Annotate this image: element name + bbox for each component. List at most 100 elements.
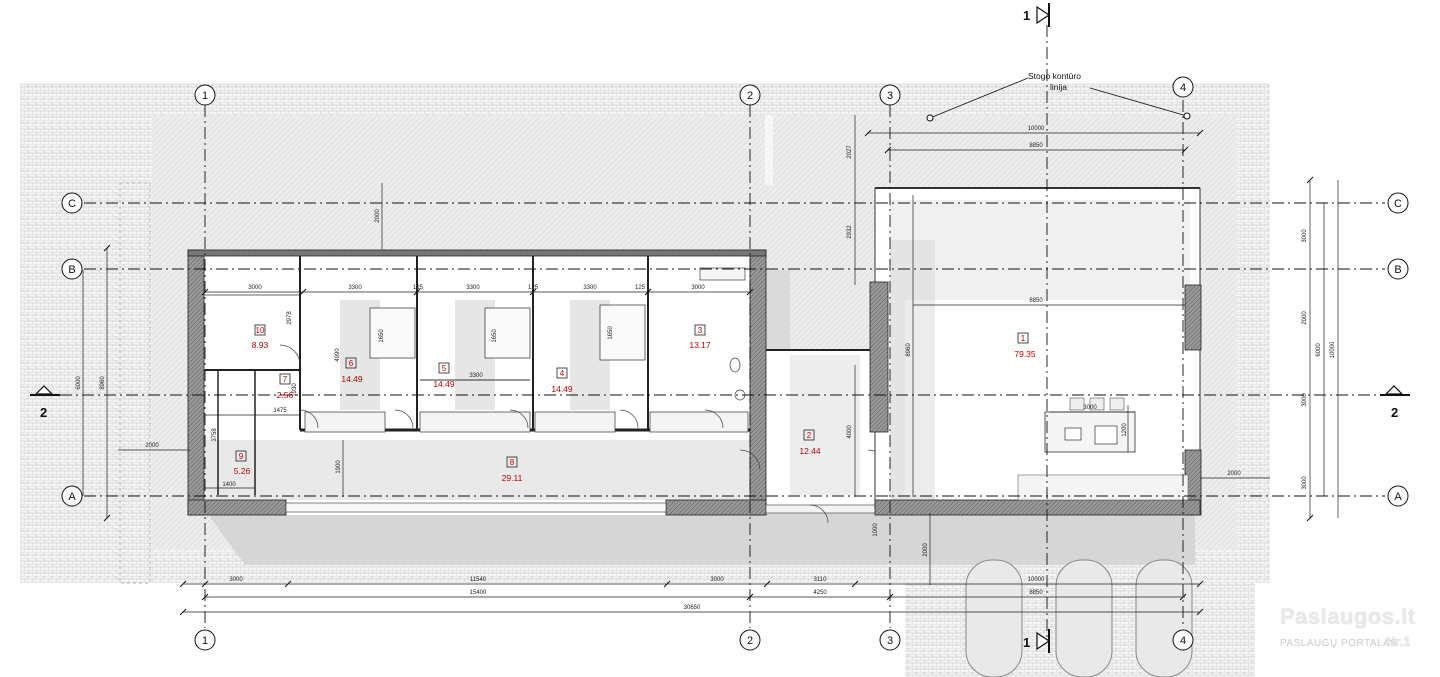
dim-left-2: 2000 — [145, 443, 159, 449]
dim-top-5: 3300 — [583, 285, 597, 291]
room-num-7: 7 — [283, 375, 288, 384]
dim-top-4: 125 — [528, 285, 539, 291]
watermark: Paslaugos.lt PASLAUGŲ PORTALAS Nr.1 — [1274, 604, 1424, 659]
dimension-texts: 3000 3300 125 3300 125 3300 125 3000 100… — [76, 126, 1336, 611]
dim-right-4: 6000 — [1316, 343, 1322, 357]
dim-bottom2-0: 15400 — [470, 590, 487, 596]
dim-left-1: 6000 — [76, 376, 82, 390]
dim-bottom1-0: 3000 — [229, 577, 243, 583]
section-2-right: 2 — [1391, 405, 1398, 420]
dim-right-3: 3000 — [1302, 476, 1308, 490]
dim-top-7: 3000 — [691, 285, 705, 291]
dim-right-top-1: 8850 — [1029, 143, 1043, 149]
dim-inner-17: 3000 — [1083, 405, 1097, 411]
room-area-9: 5.26 — [234, 466, 251, 476]
dim-inner-9: 3758 — [212, 428, 218, 442]
dim-top-2: 125 — [413, 285, 424, 291]
room-num-1: 1 — [1021, 334, 1026, 343]
dim-inner-19: 2000 — [1227, 471, 1241, 477]
section-1-bottom: 1 — [1023, 635, 1030, 650]
dim-right-1: 2000 — [1302, 311, 1308, 325]
section-2-left: 2 — [40, 405, 47, 420]
dim-top-3: 3300 — [466, 285, 480, 291]
dim-inner-21: 2000 — [923, 543, 929, 557]
grid-3-top: 3 — [887, 90, 893, 102]
dim-left-0: 8960 — [100, 376, 106, 390]
dim-inner-7: 1475 — [273, 408, 287, 414]
room-num-2: 2 — [807, 431, 812, 440]
dim-inner-4: 1650 — [492, 329, 498, 343]
dim-inner-13: 2027 — [847, 145, 853, 159]
dim-bottom3: 30650 — [684, 605, 701, 611]
dim-inner-10: 1400 — [222, 482, 236, 488]
dim-inner-6: 3300 — [469, 373, 483, 379]
grid-a-left: A — [68, 491, 76, 503]
dim-bottom1-4: 10000 — [1028, 577, 1045, 583]
room-area-8: 29.11 — [502, 473, 523, 483]
room-area-4: 14.49 — [551, 384, 573, 394]
dim-inner-8: 1930 — [292, 383, 298, 397]
watermark-nr: Nr.1 — [1386, 634, 1411, 649]
room-num-3: 3 — [698, 326, 703, 335]
room-area-1: 79.35 — [1014, 349, 1036, 359]
watermark-main: Paslaugos.lt — [1280, 604, 1416, 629]
dim-bottom2-1: 4250 — [813, 590, 827, 596]
grid-3-bottom: 3 — [887, 635, 893, 647]
room-num-4: 4 — [560, 369, 565, 378]
roof-label-line2: linija — [1050, 82, 1067, 92]
room-area-5: 14.49 — [433, 379, 455, 389]
watermark-sub: PASLAUGŲ PORTALAS — [1280, 638, 1398, 649]
dim-top-0: 3000 — [248, 285, 262, 291]
room-area-10: 8.93 — [252, 340, 269, 350]
parked-cars — [965, 559, 1193, 677]
grid-b-right: B — [1394, 264, 1401, 276]
dim-right-2: 3000 — [1302, 393, 1308, 407]
room-num-9: 9 — [239, 452, 244, 461]
room-num-5: 5 — [442, 364, 447, 373]
west-wing — [187, 249, 889, 524]
grid-b-left: B — [68, 264, 75, 276]
dim-bottom1-2: 3000 — [710, 577, 724, 583]
dim-inner-3: 1650 — [379, 329, 385, 343]
room-num-10: 10 — [256, 326, 265, 335]
dim-bottom1-3: 3110 — [814, 577, 828, 583]
room-tags: 10 8.93 6 14.49 5 14.49 4 14.49 3 13.17 … — [234, 324, 1036, 483]
dimension-ticks — [103, 129, 1314, 616]
dim-inner-2: 4990 — [335, 348, 341, 362]
room-area-2: 12.44 — [799, 446, 821, 456]
dim-right-5: 10000 — [1330, 341, 1336, 358]
dim-inner-0: 2000 — [375, 209, 381, 223]
building-shadow — [205, 270, 1195, 565]
grid-c-right: C — [1394, 198, 1402, 210]
dim-inner-18: 1200 — [1122, 423, 1128, 437]
grid-2-top: 2 — [747, 90, 753, 102]
dim-inner-20: 1000 — [873, 523, 879, 537]
section-markers: 1 1 2 2 — [30, 3, 1410, 653]
grid-2-bottom: 2 — [747, 635, 753, 647]
dim-inner-11: 1900 — [336, 460, 342, 474]
roof-label-line1: Stogo kontūro — [1028, 71, 1081, 81]
section-1-top: 1 — [1023, 8, 1030, 23]
dim-inner-16: 8960 — [906, 343, 912, 357]
dim-inner-15: 8850 — [1029, 298, 1043, 304]
grid-1-bottom: 1 — [202, 635, 208, 647]
grid-a-right: A — [1394, 491, 1402, 503]
dim-bottom2-2: 8850 — [1029, 590, 1043, 596]
dim-inner-1: 2978 — [287, 311, 293, 325]
dim-inner-12: 4000 — [847, 425, 853, 439]
grid-4-bottom: 4 — [1180, 635, 1186, 647]
dim-bottom1-1: 11540 — [470, 577, 487, 583]
grid-1-top: 1 — [202, 90, 208, 102]
room-area-7: 2.56 — [277, 390, 294, 400]
room-area-3: 13.17 — [689, 340, 711, 350]
room-num-6: 6 — [349, 359, 354, 368]
room-area-6: 14.49 — [341, 374, 363, 384]
roof-outline-annotation: Stogo kontūro linija — [926, 71, 1191, 122]
dim-top-1: 3300 — [348, 285, 362, 291]
grid-4-top: 4 — [1180, 82, 1186, 94]
dimension-lines — [82, 115, 1339, 613]
dim-right-top-0: 10000 — [1028, 126, 1045, 132]
dim-inner-5: 1650 — [608, 326, 614, 340]
dim-inner-14: 2932 — [847, 225, 853, 239]
